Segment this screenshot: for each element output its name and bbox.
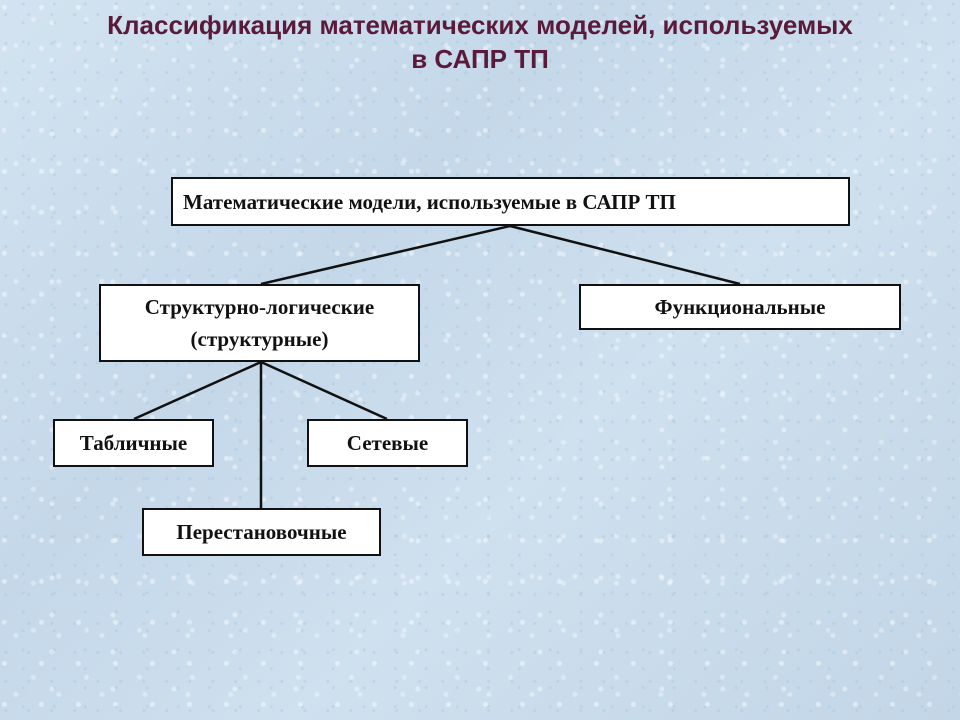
connector-root-to-functional	[509, 224, 741, 286]
node-root: Математические модели, используемые в СА…	[171, 177, 850, 226]
node-functional-label: Функциональные	[654, 295, 826, 319]
node-root-label: Математические модели, используемые в СА…	[183, 189, 676, 214]
node-network-label: Сетевые	[346, 431, 429, 455]
node-tabular: Табличные	[53, 419, 214, 467]
node-permutation: Перестановочные	[142, 508, 381, 556]
node-functional: Функциональные	[579, 284, 901, 330]
node-permutation-label: Перестановочные	[176, 520, 347, 544]
node-structural: Структурно-логические (структурные)	[99, 284, 420, 362]
slide-title-line-2: в САПР ТП	[411, 44, 549, 74]
node-network: Сетевые	[307, 419, 468, 467]
slide-title: Классификация математических моделей, ис…	[0, 8, 960, 76]
connector-structural-to-network	[260, 360, 388, 421]
connector-structural-to-tabular	[133, 360, 262, 421]
node-tabular-label: Табличные	[79, 431, 188, 455]
slide-title-line-1: Классификация математических моделей, ис…	[107, 10, 853, 40]
node-structural-label-line-2: (структурные)	[190, 327, 329, 351]
connector-root-to-structural	[260, 224, 511, 286]
node-structural-text: Структурно-логические (структурные)	[145, 291, 374, 355]
node-structural-label-line-1: Структурно-логические	[144, 295, 375, 319]
